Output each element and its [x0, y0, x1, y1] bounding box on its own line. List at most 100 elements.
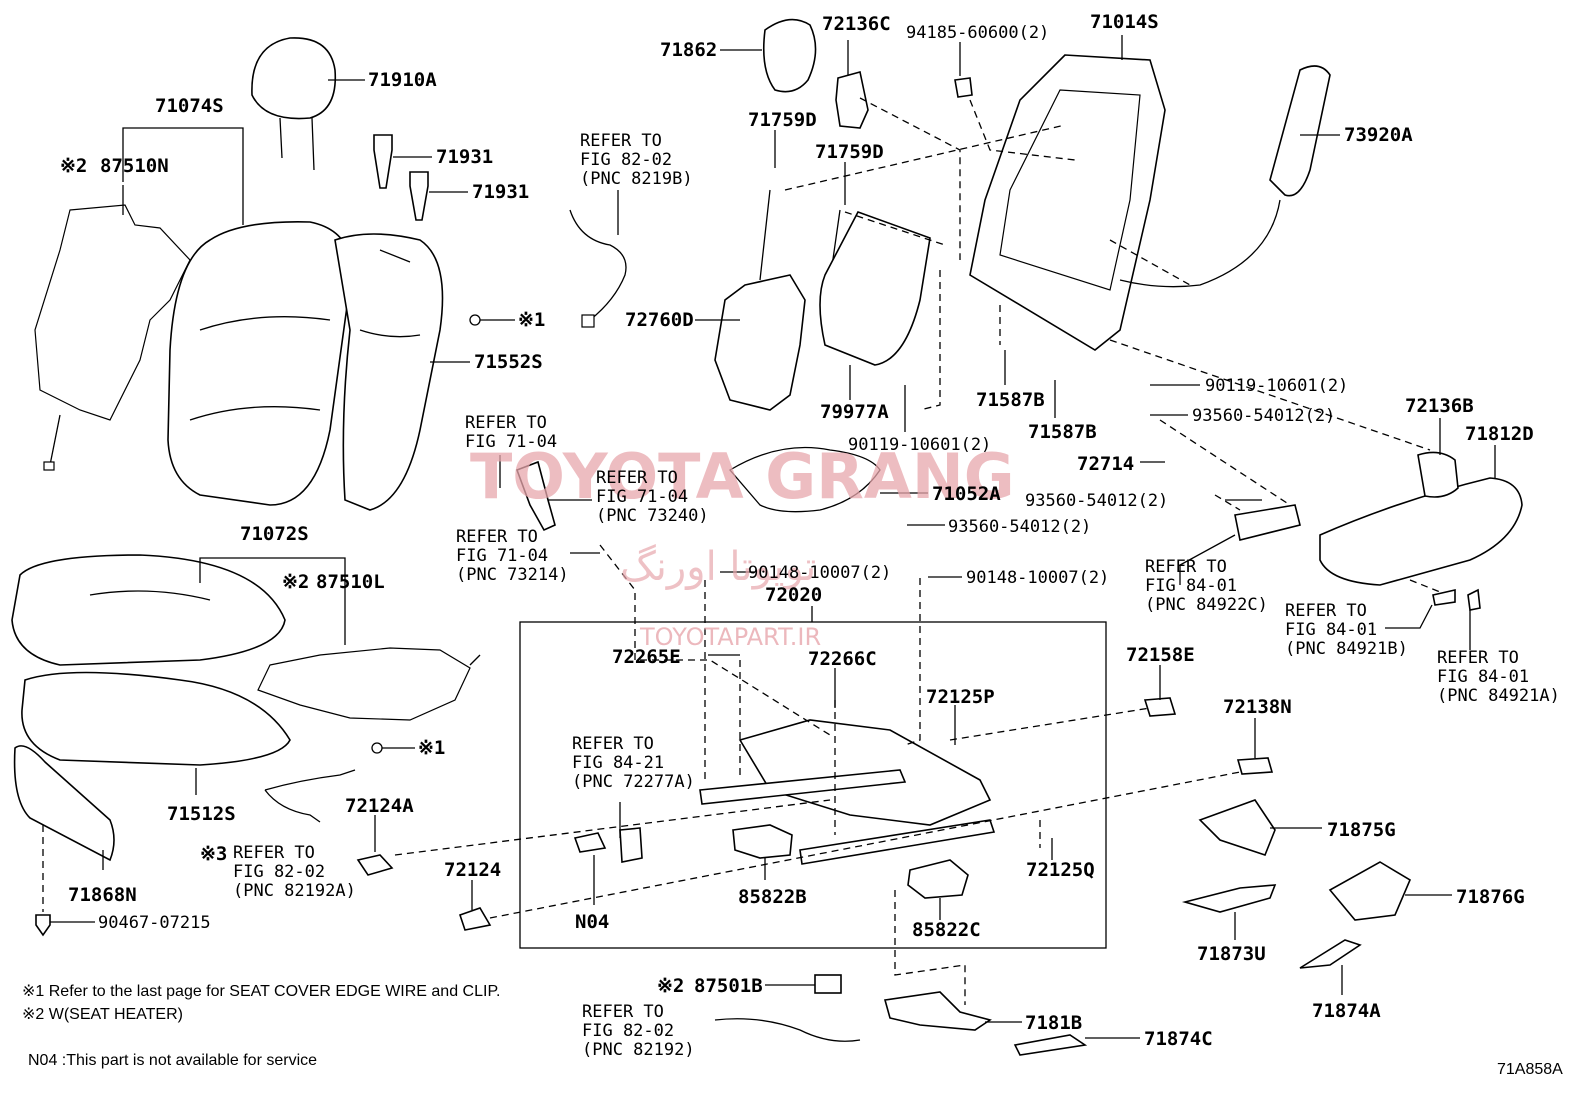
upper-small-parts: [762, 18, 973, 129]
label-72266C: 72266C: [808, 648, 877, 670]
label-71873U: 71873U: [1197, 943, 1266, 965]
footnote-n04: N04 :This part is not available for serv…: [28, 1052, 317, 1069]
label-71074S: 71074S: [155, 95, 224, 117]
label-72124A: 72124A: [345, 795, 414, 817]
front-trim-drawing: [13, 745, 115, 862]
label-90148-10007-right: 90148-10007(2): [966, 568, 1109, 588]
label-87510N: 87510N: [100, 155, 169, 177]
label-71587B-left: 71587B: [976, 389, 1045, 411]
label-72125Q: 72125Q: [1026, 859, 1095, 881]
label-71072S: 71072S: [240, 523, 309, 545]
label-72158E: 72158E: [1126, 644, 1195, 666]
label-87501B: 87501B: [694, 975, 763, 997]
side-airbag-drawing: [1119, 65, 1331, 288]
footnote-1: ※1 Refer to the last page for SEAT COVER…: [22, 983, 501, 1000]
motor-drawings: [732, 824, 969, 899]
side-shield-drawing: [1319, 451, 1523, 611]
ref-mark-2-cushion: ※2: [282, 571, 309, 593]
clip-drawings: [373, 134, 429, 221]
refer-to-blocks: REFER TO FIG 82-02 (PNC 8219B) REFER TO …: [233, 131, 1560, 1060]
clip-90467-drawing: [35, 914, 51, 937]
refer-84922C: REFER TO FIG 84-01 (PNC 84922C): [1145, 557, 1268, 615]
label-71759D-upper: 71759D: [748, 109, 817, 131]
seatback-cover-drawing: [334, 233, 515, 511]
label-73920A: 73920A: [1344, 124, 1413, 146]
cushion-pad-drawing: [11, 554, 286, 666]
cushion-heater-drawing: [257, 647, 481, 721]
label-90119-10601-right: 90119-10601(2): [1205, 376, 1348, 396]
lower-trim-drawings: [1181, 799, 1412, 969]
refer-84921A: REFER TO FIG 84-01 (PNC 84921A): [1437, 648, 1560, 706]
bottom-harness-drawings: [714, 974, 1088, 1056]
refer-8219B: REFER TO FIG 82-02 (PNC 8219B): [580, 131, 693, 189]
lumbar-assembly-drawing: [714, 189, 841, 411]
refer-73214: REFER TO FIG 71-04 (PNC 73214): [456, 527, 569, 585]
label-93560-54012-lower: 93560-54012(2): [948, 517, 1091, 537]
refer-72277A: REFER TO FIG 84-21 (PNC 72277A): [572, 734, 695, 792]
label-90148-10007-left: 90148-10007(2): [748, 563, 891, 583]
back-heater-drawing: [34, 204, 191, 471]
label-72265E: 72265E: [612, 646, 681, 668]
dashed-relation-lines: [42, 97, 1441, 1005]
label-71874C: 71874C: [1144, 1028, 1213, 1050]
label-79977A: 79977A: [820, 401, 889, 423]
footnote-2: ※2 W(SEAT HEATER): [22, 1006, 183, 1023]
label-72138N: 72138N: [1223, 696, 1292, 718]
ref-mark-3: ※3: [200, 843, 227, 865]
label-72714: 72714: [1077, 453, 1134, 475]
seat-track-drawing: [699, 719, 996, 865]
refer-fig-71-04: REFER TO FIG 71-04: [465, 413, 557, 452]
label-71014S: 71014S: [1090, 11, 1159, 33]
label-71587B-right: 71587B: [1028, 421, 1097, 443]
label-85822B: 85822B: [738, 886, 807, 908]
label-90119-10601-left: 90119-10601(2): [848, 435, 991, 455]
label-71876G: 71876G: [1456, 886, 1525, 908]
label-N04: N04: [575, 911, 609, 933]
label-71910A: 71910A: [368, 69, 437, 91]
label-71512S: 71512S: [167, 803, 236, 825]
footnotes: ※1 Refer to the last page for SEAT COVER…: [22, 983, 1563, 1078]
harness-8219B-drawing: [569, 209, 627, 328]
cushion-cover-drawing: [21, 671, 415, 766]
lever-72124A-drawing: [356, 854, 394, 876]
label-71812D: 71812D: [1465, 423, 1534, 445]
watermark: TOYOTA GRANG تویوتا اورنگ TOYOTAPART.IR: [470, 440, 1015, 651]
harness-71052A-drawing: [729, 446, 881, 513]
label-72020: 72020: [765, 584, 822, 606]
refer-82192: REFER TO FIG 82-02 (PNC 82192): [582, 1002, 695, 1060]
ref-mark-2-back: ※2: [60, 155, 87, 177]
figure-id: 71A858A: [1497, 1061, 1563, 1078]
refer-84921B: REFER TO FIG 84-01 (PNC 84921B): [1285, 601, 1408, 659]
label-72124: 72124: [444, 859, 501, 881]
label-71759D-lower: 71759D: [815, 141, 884, 163]
buckle-drawing: [515, 460, 556, 532]
ref-mark-2-bottom: ※2: [657, 975, 684, 997]
seat-track-frame-box: [519, 621, 1107, 949]
label-72125P: 72125P: [926, 686, 995, 708]
refer-82192A: REFER TO FIG 82-02 (PNC 82192A): [233, 843, 356, 901]
label-71868N: 71868N: [68, 884, 137, 906]
watermark-farsi: تویوتا اورنگ: [620, 544, 816, 590]
label-87510L: 87510L: [316, 571, 385, 593]
back-frame-drawing: [969, 54, 1166, 351]
harness-82192A-drawing: [264, 769, 356, 823]
part-labels: 71910A 71074S ※2 87510N 71931 71931 ※1 7…: [60, 11, 1534, 1050]
label-72760D: 72760D: [625, 309, 694, 331]
watermark-url: TOYOTAPART.IR: [639, 623, 821, 651]
back-board-drawing: [819, 211, 931, 366]
label-94185-60600: 94185-60600(2): [906, 23, 1049, 43]
refer-73240: REFER TO FIG 71-04 (PNC 73240): [596, 468, 709, 526]
label-93560-54012-upper: 93560-54012(2): [1192, 406, 1335, 426]
bracket-drawings: [458, 697, 1274, 931]
label-85822C: 85822C: [912, 919, 981, 941]
seatback-pad-drawing: [167, 221, 353, 506]
watermark-brand: TOYOTA GRANG: [470, 440, 1015, 513]
label-71875G: 71875G: [1327, 819, 1396, 841]
label-71874A: 71874A: [1312, 1000, 1381, 1022]
label-93560-54012-middle: 93560-54012(2): [1025, 491, 1168, 511]
switch-assembly-drawing: [1234, 504, 1301, 541]
label-71052A: 71052A: [932, 483, 1001, 505]
label-90467-07215: 90467-07215: [98, 913, 211, 933]
